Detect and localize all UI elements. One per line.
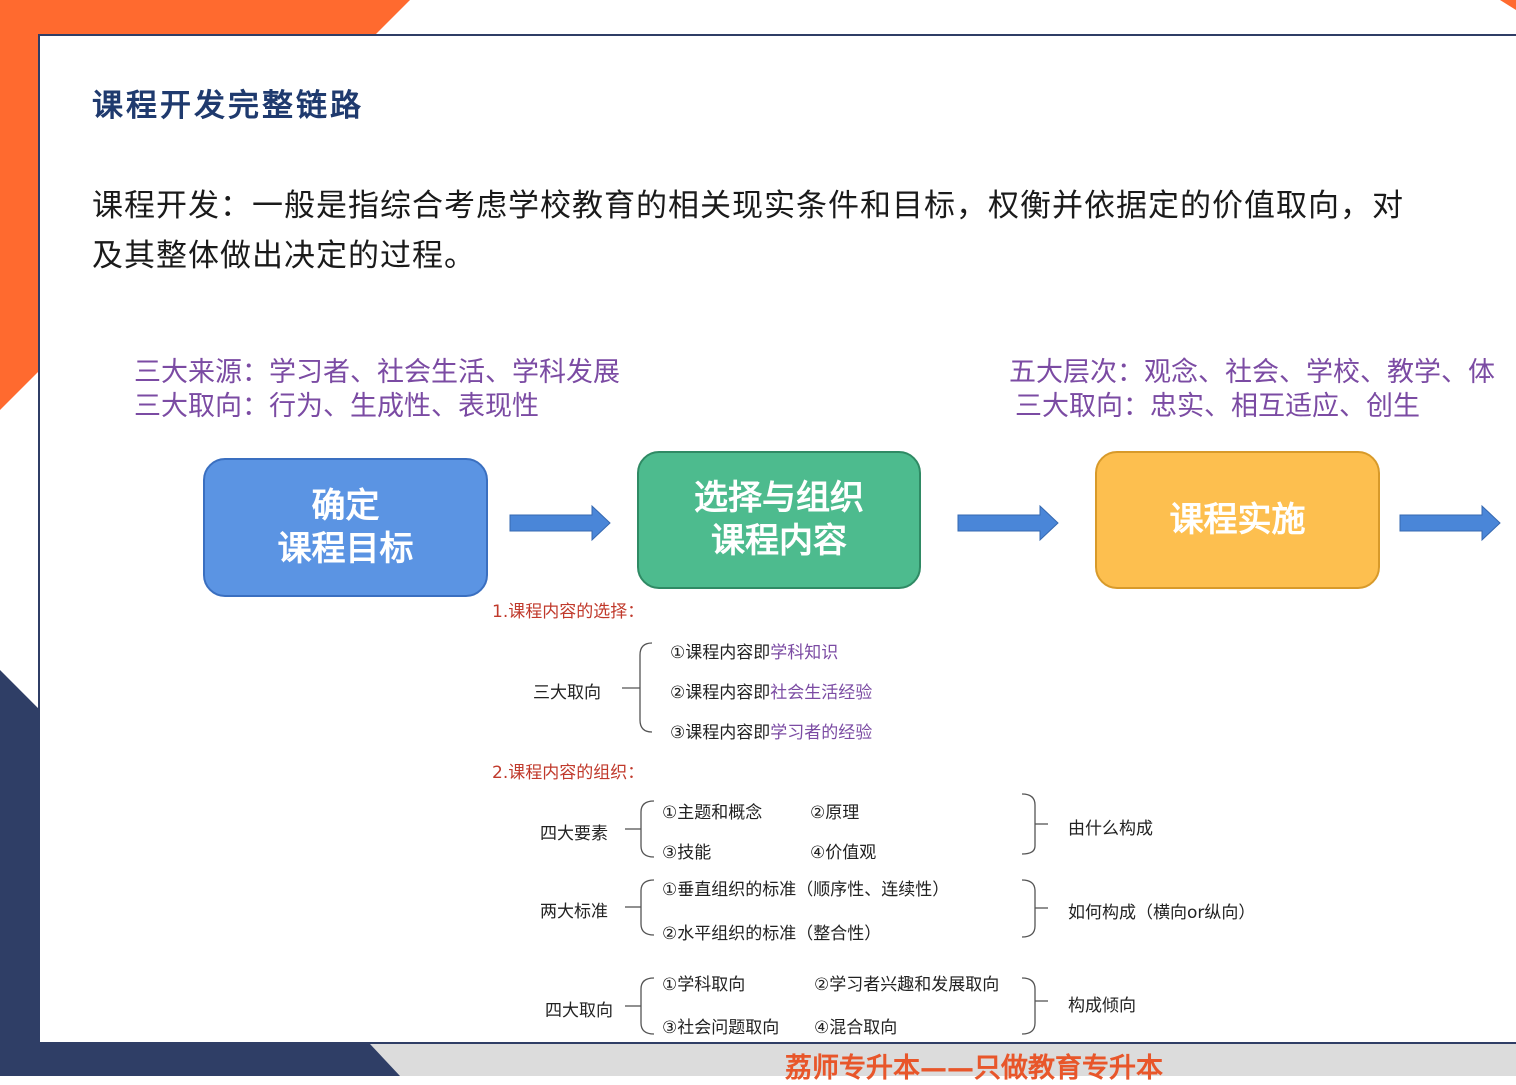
orientations-item-1: ①学科取向 bbox=[662, 975, 746, 995]
definition-line-1: 课程开发：一般是指综合考虑学校教育的相关现实条件和目标，权衡并依据定的价值取向，… bbox=[92, 188, 1404, 224]
standards-item-1: ①垂直组织的标准（顺序性、连续性） bbox=[662, 880, 950, 900]
orientations-note: 构成倾向 bbox=[1068, 996, 1136, 1016]
elements-label: 四大要素 bbox=[540, 824, 608, 844]
selection-heading: 1.课程内容的选择： bbox=[492, 602, 645, 622]
implementation-orientations-note: 三大取向：忠实、相互适应、创生 bbox=[1015, 391, 1420, 422]
selection-item-2-highlight: 社会生活经验 bbox=[770, 683, 873, 703]
elements-item-3: ③技能 bbox=[662, 843, 712, 863]
sources-note: 三大来源：学习者、社会生活、学科发展 bbox=[134, 357, 620, 388]
selection-group-label: 三大取向 bbox=[533, 683, 601, 703]
footer-gray-band bbox=[370, 1044, 1516, 1076]
footer-slogan: 荔师专升本——只做教育专升本 bbox=[785, 1053, 1163, 1084]
arrow-1 bbox=[509, 504, 611, 542]
objective-orientations-note: 三大取向：行为、生成性、表现性 bbox=[134, 391, 539, 422]
elements-item-1: ①主题和概念 bbox=[662, 803, 763, 823]
step-1-line-1: 确定 bbox=[311, 485, 380, 526]
selection-item-3-prefix: ③课程内容即 bbox=[670, 723, 771, 743]
orientations-label: 四大取向 bbox=[545, 1001, 613, 1021]
orientations-item-3: ③社会问题取向 bbox=[662, 1018, 780, 1038]
standards-item-2: ②水平组织的标准（整合性） bbox=[662, 924, 882, 944]
arrow-2 bbox=[957, 504, 1059, 542]
arrow-3 bbox=[1399, 504, 1501, 542]
step-2-line-2: 课程内容 bbox=[711, 521, 847, 561]
step-2-line-1: 选择与组织 bbox=[694, 478, 864, 518]
step-1-line-2: 课程目标 bbox=[277, 528, 414, 569]
elements-item-4: ④价值观 bbox=[810, 843, 877, 863]
elements-note: 由什么构成 bbox=[1068, 819, 1153, 839]
elements-item-2: ②原理 bbox=[810, 803, 860, 823]
selection-item-2-prefix: ②课程内容即 bbox=[670, 683, 771, 703]
step-3-line-1: 课程实施 bbox=[1169, 499, 1306, 540]
slide-title: 课程开发完整链路 bbox=[92, 88, 364, 124]
selection-item-1-highlight: 学科知识 bbox=[770, 643, 839, 663]
selection-item-1: ①课程内容即学科知识 bbox=[670, 638, 838, 663]
selection-brace bbox=[622, 642, 653, 733]
selection-item-2: ②课程内容即社会生活经验 bbox=[670, 678, 872, 703]
orange-corner-accent bbox=[1500, 0, 1516, 10]
levels-note: 五大层次：观念、社会、学校、教学、体 bbox=[1009, 357, 1495, 388]
definition-line-2: 及其整体做出决定的过程。 bbox=[92, 238, 476, 274]
organization-heading: 2.课程内容的组织： bbox=[492, 763, 645, 783]
organization-braces bbox=[625, 793, 1048, 1035]
step-select-organize-content: 选择与组织课程内容 bbox=[637, 451, 921, 589]
selection-item-3-highlight: 学习者的经验 bbox=[770, 723, 873, 743]
selection-item-3: ③课程内容即学习者的经验 bbox=[670, 718, 872, 743]
standards-note: 如何构成（横向or纵向） bbox=[1068, 903, 1256, 923]
step-implementation: 课程实施 bbox=[1095, 451, 1380, 589]
step-set-objectives: 确定课程目标 bbox=[203, 458, 488, 597]
standards-label: 两大标准 bbox=[540, 902, 608, 922]
orientations-item-4: ④混合取向 bbox=[814, 1018, 898, 1038]
orientations-item-2: ②学习者兴趣和发展取向 bbox=[814, 975, 1000, 995]
selection-item-1-prefix: ①课程内容即 bbox=[670, 643, 771, 663]
